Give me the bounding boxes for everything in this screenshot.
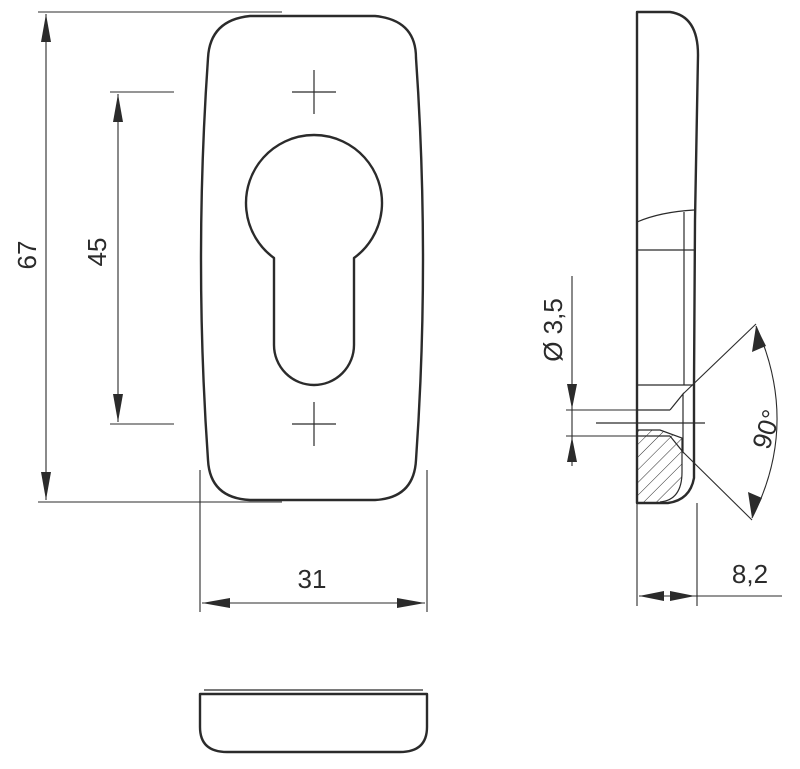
upper-screw-cross [292,70,336,114]
section-hatch [637,430,682,502]
dimension-label-67: 67 [12,241,42,270]
lower-screw-cross [292,402,336,446]
bottom-view-outline [198,692,429,754]
dimension-hole-spacing: 45 [82,91,174,425]
keyhole-cutout [244,133,384,387]
dimension-overall-height: 67 [12,11,282,503]
dimension-label-31: 31 [298,564,327,594]
countersunk-hole [596,392,705,454]
dimension-label-angle: 90° [746,406,787,453]
dimension-countersink-angle: 90° [682,323,787,521]
dimension-thickness: 8,2 [636,503,782,606]
bottom-view [198,689,429,754]
side-view [596,10,705,505]
dimension-label-45: 45 [82,238,112,267]
dimension-hole-diameter: Ø 3,5 [538,276,640,466]
escutcheon-outline [199,14,425,502]
front-view [199,14,425,502]
dimension-label-diameter: Ø 3,5 [538,298,568,362]
side-view-outline [635,10,700,505]
dimension-label-thickness: 8,2 [732,559,768,589]
dimension-width: 31 [199,470,428,612]
